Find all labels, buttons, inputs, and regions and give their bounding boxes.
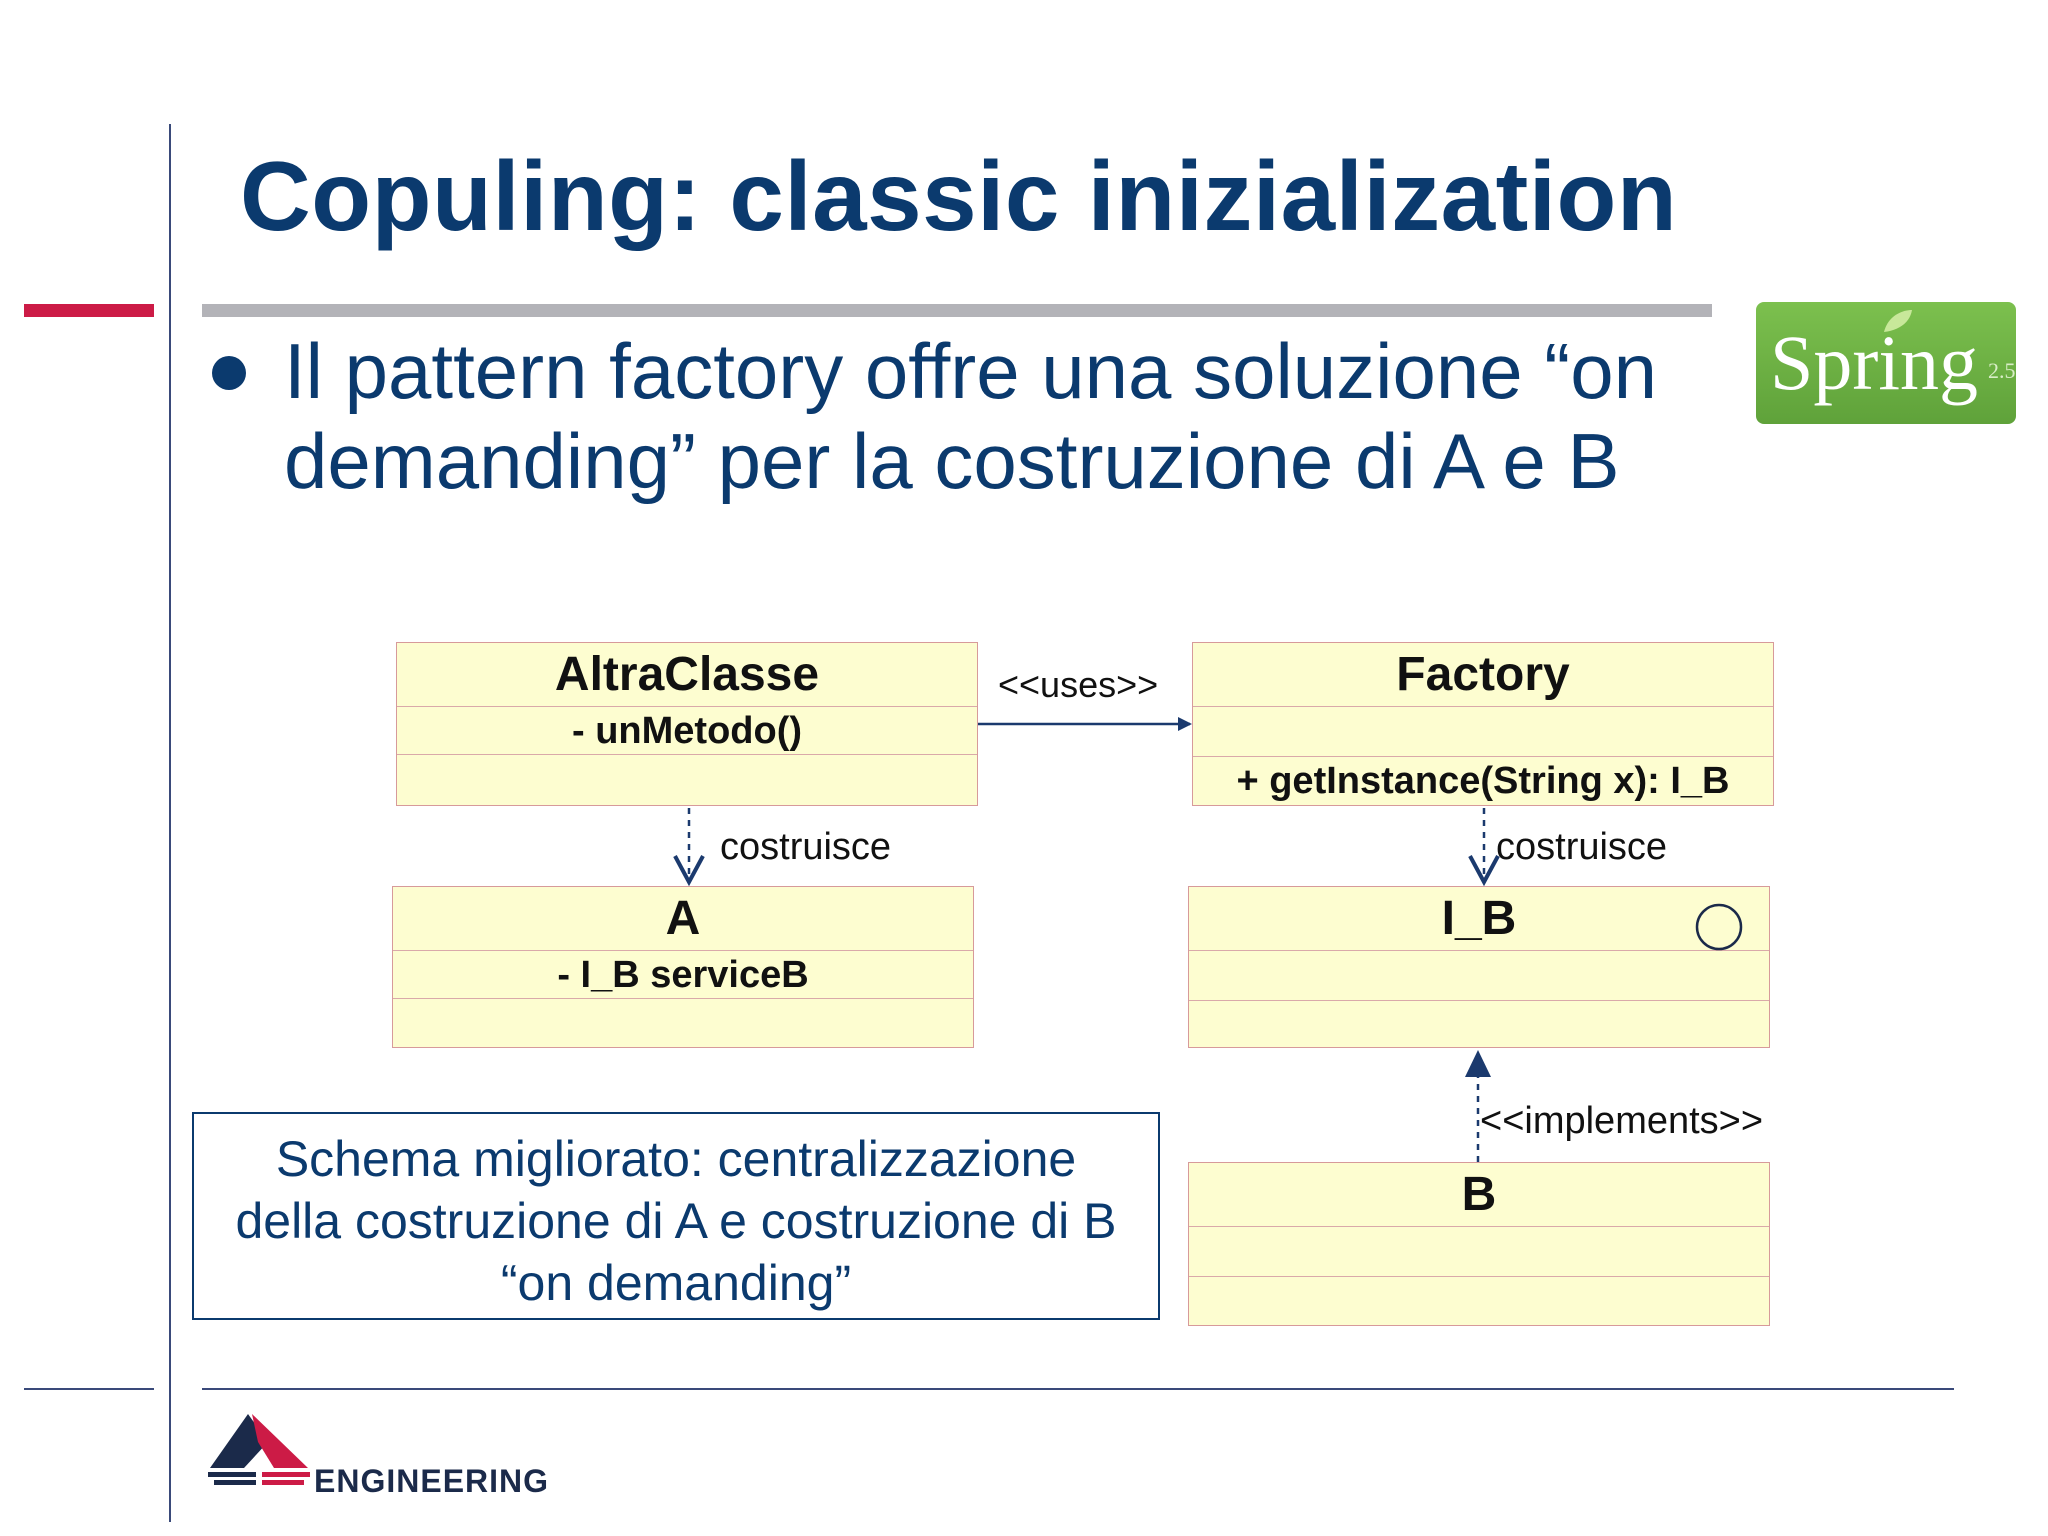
costruisce-a-label: costruisce: [720, 826, 892, 868]
spring-logo: [1756, 302, 2016, 424]
uml-class-altraclasse: AltraClasse - unMetodo(): [396, 642, 978, 806]
implements-label: <<implements>>: [1480, 1100, 1764, 1142]
uml-class-b: B: [1188, 1162, 1770, 1326]
note-line-2: della costruzione di A e costruzione di …: [235, 1193, 1117, 1249]
uml-class-name: B: [1189, 1163, 1769, 1227]
engineering-logo-text: ENGINEERING: [314, 1463, 550, 1499]
uml-class-name: A: [393, 887, 973, 951]
spring-logo-text: Spring: [1770, 319, 1979, 406]
note-line-3: “on demanding”: [500, 1255, 852, 1311]
red-accent-bar: [24, 304, 154, 317]
engineering-logo-icon: [208, 1414, 310, 1485]
spring-logo-version: 2.5: [1988, 358, 2016, 383]
implements-arrowhead: [1465, 1050, 1491, 1077]
costruisce-ib-arrowhead: [1468, 855, 1500, 887]
costruisce-ib-label: costruisce: [1496, 826, 1668, 868]
note-box: Schema migliorato: centralizzazione dell…: [192, 1112, 1160, 1320]
uses-label: <<uses>>: [998, 664, 1159, 705]
uml-empty-compartment: [1189, 1227, 1769, 1277]
uml-method: + getInstance(String x): I_B: [1236, 760, 1730, 802]
uml-class-name: AltraClasse: [397, 643, 977, 707]
costruisce-a-arrowhead: [673, 855, 705, 887]
title-underline: [202, 304, 1712, 317]
uml-class-a: A - I_B serviceB: [392, 886, 974, 1048]
uml-attribute: - I_B serviceB: [393, 951, 973, 999]
note-line-1: Schema migliorato: centralizzazione: [275, 1131, 1077, 1187]
bullet-text: Il pattern factory offre una soluzione “…: [284, 327, 1658, 505]
leaf-icon: [1884, 310, 1912, 332]
uml-class-name: I_B: [1189, 887, 1769, 951]
interface-circle-icon: [1695, 903, 1743, 951]
uml-class-name: Factory: [1193, 643, 1773, 707]
uml-empty-compartment: [1189, 951, 1769, 1001]
uml-empty-compartment: [1193, 707, 1773, 757]
uml-interface-ib: I_B: [1188, 886, 1770, 1048]
uml-class-factory: Factory + getInstance(String x): I_B: [1192, 642, 1774, 806]
uml-method: - unMetodo(): [397, 707, 977, 755]
slide-title: Copuling: classic inizialization: [240, 141, 1678, 251]
bullet-dot-icon: [212, 356, 246, 390]
